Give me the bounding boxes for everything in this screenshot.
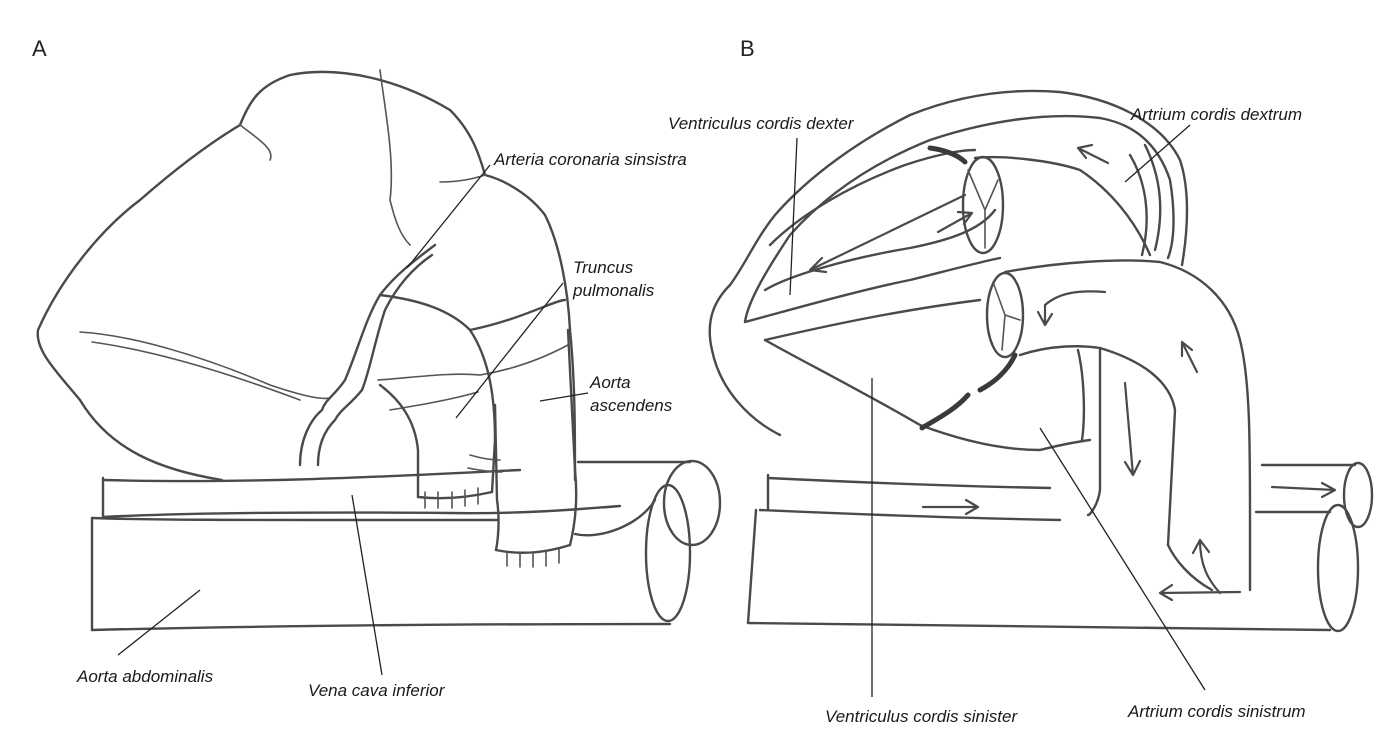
panel-b: B <box>668 36 1372 726</box>
label-aorta-line2: ascendens <box>590 396 673 415</box>
truncus-pulmonalis-vessel <box>380 295 502 498</box>
label-atrium-sinistrum: Artrium cordis sinistrum <box>1127 702 1306 721</box>
label-vena-cava: Vena cava inferior <box>308 681 446 700</box>
label-aorta-line1: Aorta <box>589 373 631 392</box>
valves-b <box>963 157 1250 590</box>
aorta-ascendens-vessel <box>470 300 576 553</box>
label-truncus-line1: Truncus <box>573 258 634 277</box>
label-ventriculus-dexter: Ventriculus cordis dexter <box>668 114 855 133</box>
panel-a: A <box>32 36 720 700</box>
label-arteria-coronaria: Arteria coronaria sinsistra <box>493 150 687 169</box>
aorta-abdominalis-vessel-b <box>748 505 1358 631</box>
panel-a-label: A <box>32 36 47 61</box>
label-truncus-line2: pulmonalis <box>572 281 655 300</box>
label-ventriculus-sinister: Ventriculus cordis sinister <box>825 707 1018 726</box>
leader-lines-a <box>118 165 588 675</box>
label-atrium-dextrum: Artrium cordis dextrum <box>1130 105 1302 124</box>
vena-cava-vessel-a <box>103 461 720 545</box>
panel-b-label: B <box>740 36 755 61</box>
heart-outline-b <box>710 91 1187 450</box>
flow-arrows-b <box>810 145 1335 600</box>
leader-lines-b <box>790 125 1205 697</box>
label-aorta-abdominalis: Aorta abdominalis <box>76 667 214 686</box>
vena-cava-vessel-b <box>760 463 1372 527</box>
